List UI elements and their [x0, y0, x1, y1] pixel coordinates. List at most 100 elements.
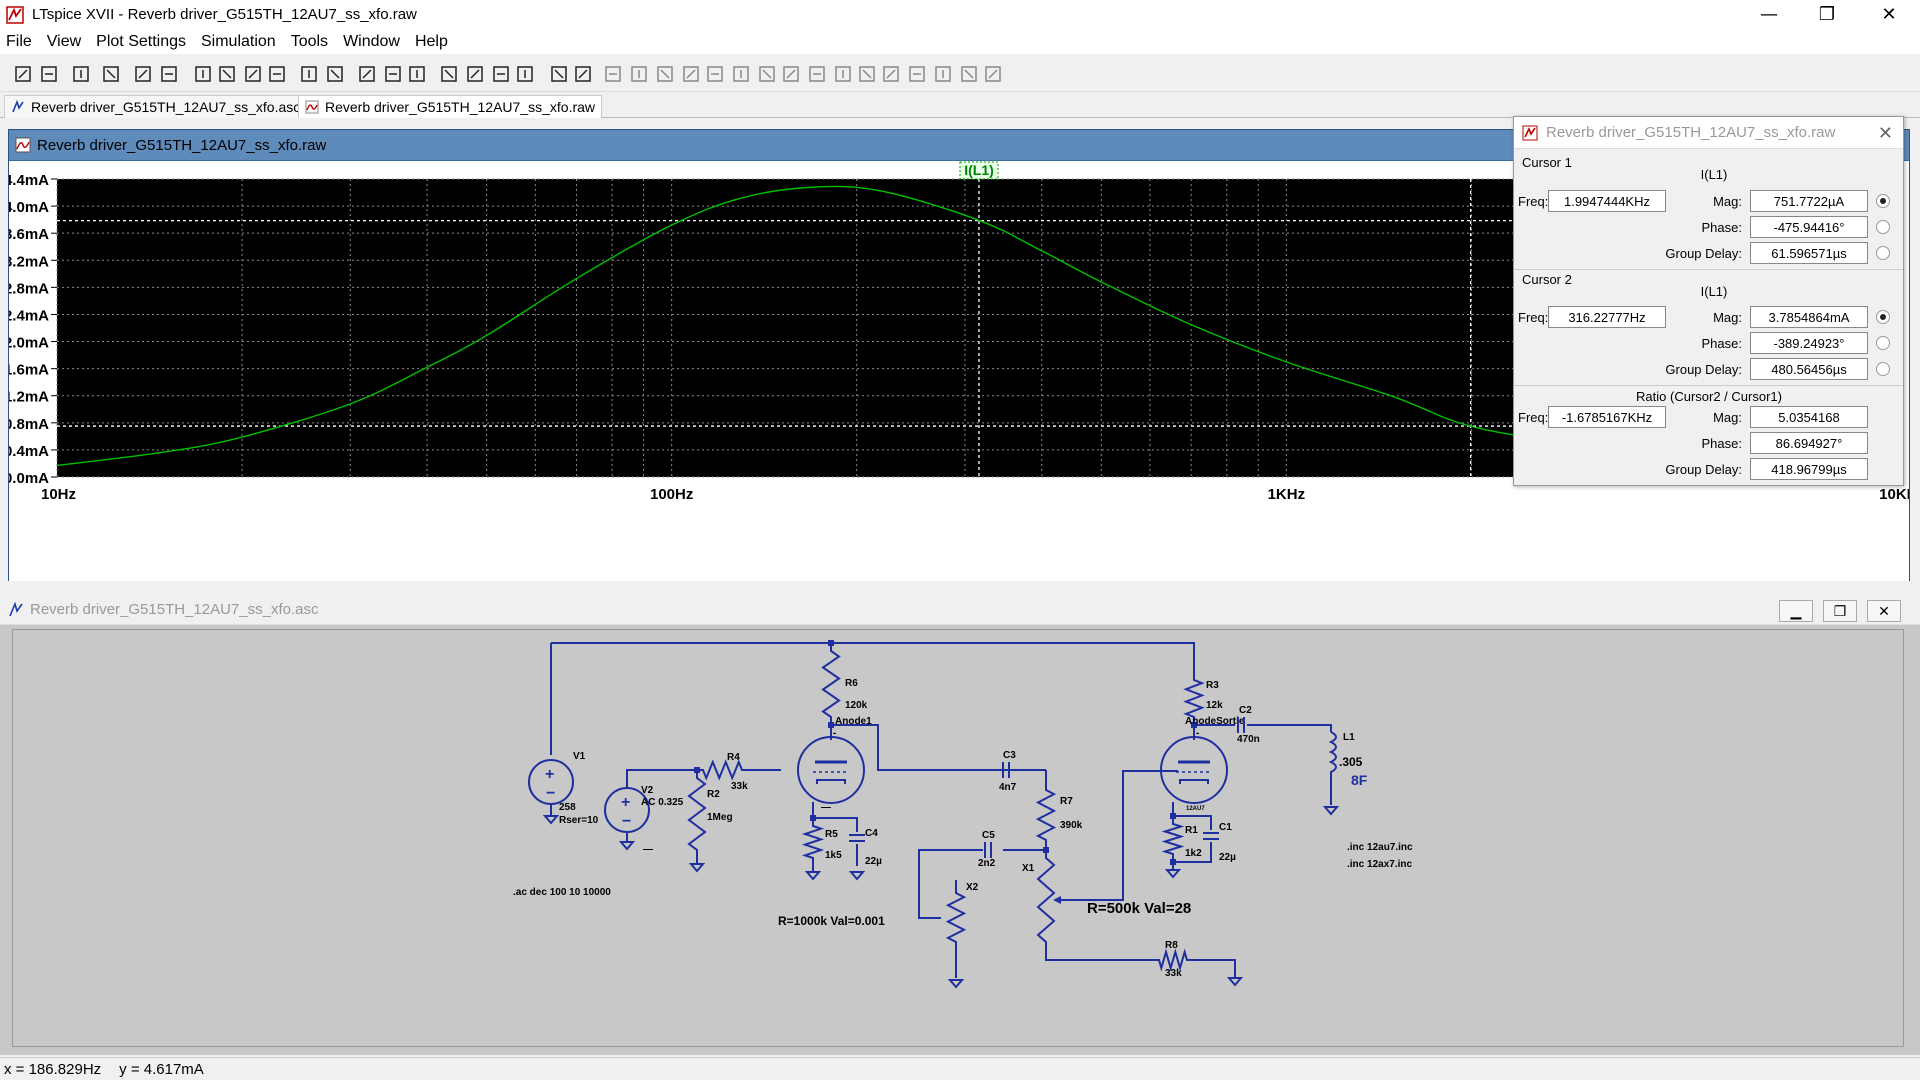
waveform-icon	[305, 100, 319, 114]
undo-icon[interactable]	[854, 61, 880, 87]
inductor-icon[interactable]	[728, 61, 754, 87]
waveform-plot[interactable]: 0.0mA0.4mA0.8mA1.2mA1.6mA2.0mA2.4mA2.8mA…	[9, 161, 1909, 581]
ratio-mag-field[interactable]: 5.0354168	[1750, 406, 1868, 428]
autorange-icon[interactable]	[296, 61, 322, 87]
print-setup-icon[interactable]	[570, 61, 596, 87]
y-tick-label: 0.8mA	[9, 416, 49, 433]
ratio-group-delay-field[interactable]: 418.96799µs	[1750, 458, 1868, 480]
wire-icon[interactable]	[600, 61, 626, 87]
halt-icon[interactable]	[130, 61, 156, 87]
tube-cathode	[1179, 779, 1209, 784]
tab-waveform[interactable]: Reverb driver_G515TH_12AU7_ss_xfo.raw	[298, 95, 603, 118]
label-X1-params: R=500k Val=28	[1087, 900, 1191, 917]
menu-window[interactable]: Window	[343, 32, 400, 50]
cursor-window-close-button[interactable]: ✕	[1877, 123, 1893, 144]
source-minus-sign: −	[546, 785, 555, 802]
cursor1-phase-field[interactable]: -475.94416°	[1750, 216, 1868, 238]
menu-simulation[interactable]: Simulation	[201, 32, 276, 50]
cursor1-freq-field[interactable]: 1.9947444KHz	[1548, 190, 1666, 212]
tile-vertical-icon[interactable]	[404, 61, 430, 87]
zoom-out-icon[interactable]	[240, 61, 266, 87]
label-C4-value: 22µ	[865, 856, 882, 867]
y-tick-label: 3.6mA	[9, 226, 49, 243]
capacitor-icon[interactable]	[702, 61, 728, 87]
resistor-R1	[1161, 816, 1185, 862]
paste-icon[interactable]	[488, 61, 514, 87]
move-icon[interactable]	[804, 61, 830, 87]
cursor2-freq-field[interactable]: 316.22777Hz	[1548, 306, 1666, 328]
ground-icon[interactable]	[626, 61, 652, 87]
menu-plot-settings[interactable]: Plot Settings	[96, 32, 186, 50]
ratio-freq-field[interactable]: -1.6785167KHz	[1548, 406, 1666, 428]
cursor2-phase-radio[interactable]	[1876, 336, 1890, 350]
control-panel-icon[interactable]	[98, 61, 124, 87]
tile-horizontal-icon[interactable]	[354, 61, 380, 87]
x-tick-label: 100Hz	[650, 486, 693, 503]
cut-icon[interactable]	[436, 61, 462, 87]
cursor2-group-delay-field[interactable]: 480.56456µs	[1750, 358, 1868, 380]
diode-icon[interactable]	[754, 61, 780, 87]
cursor1-group-delay-field[interactable]: 61.596571µs	[1750, 242, 1868, 264]
label-R4-value: 33k	[731, 781, 748, 792]
redo-icon[interactable]	[878, 61, 904, 87]
ratio-phase-field[interactable]: 86.694927°	[1750, 432, 1868, 454]
menu-help[interactable]: Help	[414, 32, 448, 50]
save-icon[interactable]	[68, 61, 94, 87]
zoom-fit-icon[interactable]	[264, 61, 290, 87]
tab-schematic[interactable]: Reverb driver_G515TH_12AU7_ss_xfo.asc	[4, 95, 308, 118]
label-R8: R8	[1165, 940, 1178, 951]
tube-pin-label: —	[821, 802, 831, 813]
minimize-button[interactable]: —	[1760, 4, 1778, 25]
y-tick-label: 3.2mA	[9, 253, 49, 270]
schematic-minimize-button[interactable]: ▁	[1779, 600, 1813, 622]
cursor1-mag-field[interactable]: 751.7722µA	[1750, 190, 1868, 212]
menu-view[interactable]: View	[46, 32, 82, 50]
drag-icon[interactable]	[830, 61, 856, 87]
open-icon[interactable]	[36, 61, 62, 87]
cursor2-trace: I(L1)	[1700, 284, 1728, 299]
menu-file[interactable]: File	[6, 32, 32, 50]
print-icon[interactable]	[546, 61, 572, 87]
cursor1-group-delay-radio[interactable]	[1876, 246, 1890, 260]
rotate-icon[interactable]	[904, 61, 930, 87]
menu-tools[interactable]: Tools	[290, 32, 329, 50]
component-icon[interactable]	[778, 61, 804, 87]
cursor1-group-delay-label: Group Delay:	[1665, 246, 1742, 261]
cursor2-phase-field[interactable]: -389.24923°	[1750, 332, 1868, 354]
potentiometer-X1	[1036, 850, 1056, 950]
label-R2-value: 1Meg	[707, 812, 733, 823]
label-R6-value: 120k	[845, 700, 868, 711]
spice-directive-icon[interactable]	[980, 61, 1006, 87]
title-bar: LTspice XVII - Reverb driver_G515TH_12AU…	[0, 0, 1920, 29]
cursor2-mag-field[interactable]: 3.7854864mA	[1750, 306, 1868, 328]
grid-icon[interactable]	[322, 61, 348, 87]
label-R8-value: 33k	[1165, 968, 1182, 979]
tube-pin-label: -	[1196, 728, 1199, 739]
cursor1-phase-radio[interactable]	[1876, 220, 1890, 234]
schematic-close-button[interactable]: ✕	[1867, 600, 1901, 622]
cursor1-mag-radio[interactable]	[1876, 194, 1890, 208]
cursor2-group-delay-radio[interactable]	[1876, 362, 1890, 376]
wire	[1247, 724, 1332, 732]
cursor2-mag-radio[interactable]	[1876, 310, 1890, 324]
label-icon[interactable]	[652, 61, 678, 87]
schematic-restore-button[interactable]: ❐	[1823, 600, 1857, 622]
run-icon[interactable]	[10, 61, 36, 87]
zoom-in-icon[interactable]	[190, 61, 216, 87]
supply-rail	[551, 642, 1195, 672]
cursor1-freq-label: Freq:	[1518, 194, 1549, 209]
ground-symbol	[618, 841, 636, 851]
zoom-back-icon[interactable]	[214, 61, 240, 87]
find-icon[interactable]	[512, 61, 538, 87]
copy-icon[interactable]	[462, 61, 488, 87]
close-button[interactable]: ✕	[1881, 4, 1897, 25]
text-icon[interactable]	[956, 61, 982, 87]
mirror-icon[interactable]	[930, 61, 956, 87]
label-C3: C3	[1003, 750, 1016, 761]
resistor-icon[interactable]	[678, 61, 704, 87]
pan-icon[interactable]	[156, 61, 182, 87]
cascade-icon[interactable]	[380, 61, 406, 87]
restore-button[interactable]: ❐	[1818, 4, 1836, 25]
